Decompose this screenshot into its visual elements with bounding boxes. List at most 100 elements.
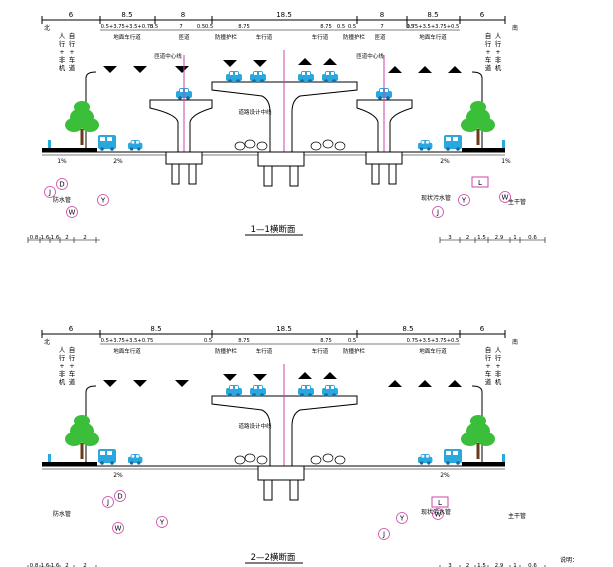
ground-road-left: 地面车行道 bbox=[113, 347, 141, 355]
pipe-marker-letter: W bbox=[69, 209, 76, 217]
pier-icon bbox=[165, 151, 203, 165]
bottom-dim-right-value: 3 bbox=[448, 235, 452, 241]
road-left: 车行道 bbox=[256, 33, 273, 41]
rock-icon bbox=[334, 141, 346, 151]
bottom-dim-left-value: 2 bbox=[65, 563, 69, 567]
car-icon bbox=[418, 454, 433, 465]
pipe-marker-icon bbox=[431, 496, 449, 508]
rock-icon bbox=[234, 455, 246, 465]
pipe-marker-icon bbox=[114, 490, 126, 502]
slope-left-2: 2% bbox=[113, 472, 123, 479]
sidewalk-left: 非 bbox=[59, 55, 66, 64]
drain-pipe-label: 防水管 bbox=[53, 510, 71, 518]
dim-sub-value: 8.75 bbox=[238, 24, 250, 30]
dim-sub-value: 0.5 bbox=[406, 24, 414, 30]
pipe-marker-letter: L bbox=[478, 179, 482, 187]
bottom-dim-left-value: 1.6 bbox=[51, 563, 60, 567]
bus-icon bbox=[444, 449, 462, 465]
sidewalk-left: + bbox=[59, 362, 64, 370]
arrow-up-icon bbox=[323, 58, 337, 65]
pipe-marker-letter: W bbox=[435, 511, 442, 519]
arrow-down-icon bbox=[133, 380, 147, 387]
rock-icon bbox=[244, 139, 256, 149]
road-center-label: 道路设计中线 bbox=[238, 422, 272, 430]
car-icon bbox=[322, 71, 338, 83]
pier-icon bbox=[257, 465, 305, 481]
arrow-down-icon bbox=[223, 60, 237, 67]
car-icon bbox=[128, 140, 143, 151]
person-icon bbox=[48, 140, 51, 148]
curb-right bbox=[462, 462, 505, 466]
pipe-marker-letter: Y bbox=[461, 197, 467, 205]
dim-sub-value: 8.75 bbox=[238, 338, 250, 344]
pipe-marker-icon bbox=[156, 516, 168, 528]
pipe-marker-letter: J bbox=[436, 209, 439, 217]
pipe-marker-letter: J bbox=[106, 499, 109, 507]
arrow-up-icon bbox=[418, 66, 432, 73]
bottom-dim-right-value: 2.9 bbox=[495, 235, 504, 241]
guard-right: 防撞护栏 bbox=[343, 347, 366, 355]
south-label: 南 bbox=[512, 338, 518, 346]
arrow-up-icon bbox=[418, 380, 432, 387]
pier-icon bbox=[365, 151, 403, 165]
car-icon bbox=[250, 385, 266, 397]
dim-top-value: 6 bbox=[480, 11, 485, 19]
arrow-down-icon bbox=[133, 66, 147, 73]
cycle-right: 行 bbox=[485, 39, 492, 48]
slope-right: 2% bbox=[440, 158, 450, 165]
pile-icon bbox=[289, 479, 299, 501]
sidewalk-left: 非 bbox=[59, 369, 66, 378]
sidewalk-right: 行 bbox=[495, 39, 502, 48]
person-icon bbox=[502, 454, 505, 462]
north-label: 北 bbox=[44, 338, 50, 346]
car-icon bbox=[322, 385, 338, 397]
bottom-dim-left-value: 1.6 bbox=[41, 235, 50, 241]
tree-icon bbox=[461, 415, 495, 459]
section-title: 2—2横断面 bbox=[251, 552, 296, 563]
bottom-dim-left-value: 0.8 bbox=[30, 563, 39, 567]
slope-right: 2% bbox=[440, 472, 450, 479]
arrow-up-icon bbox=[388, 66, 402, 73]
bus-icon bbox=[98, 135, 116, 151]
dim-top-value: 18.5 bbox=[276, 11, 292, 19]
sidewalk-left: 人 bbox=[59, 32, 66, 40]
dim-sub-value: 0.75+3.5+3.75+0.5 bbox=[407, 338, 460, 344]
ramp-center-left: 匝道中心线 bbox=[154, 52, 182, 60]
bottom-dim-right-value: 0.6 bbox=[528, 235, 537, 241]
dim-sub-value: 0.5+3.75+3.5+0.75 bbox=[101, 24, 154, 30]
dim-sub-value: 7 bbox=[380, 24, 383, 30]
cycle-left: 行 bbox=[69, 39, 76, 48]
curb-left bbox=[42, 148, 97, 152]
cycle-left: 车 bbox=[69, 369, 76, 378]
cycle-right: 自 bbox=[485, 31, 492, 40]
rock-icon bbox=[310, 455, 322, 465]
dim-top-value: 8 bbox=[380, 11, 384, 19]
bottom-dim-left-value: 2 bbox=[83, 563, 87, 567]
dim-top-value: 6 bbox=[69, 325, 74, 333]
arrow-up-icon bbox=[298, 372, 312, 379]
cycle-right: 车 bbox=[485, 369, 492, 378]
pipe-marker-letter: L bbox=[438, 499, 442, 507]
guard-left: 防撞护栏 bbox=[215, 347, 238, 355]
pipe-marker-letter: W bbox=[502, 194, 509, 202]
pipe-marker-letter: Y bbox=[159, 519, 165, 527]
pipe-marker-icon bbox=[396, 512, 408, 524]
drain-pipe-label: 防水管 bbox=[53, 196, 71, 204]
tree-icon bbox=[65, 415, 99, 459]
dim-sub-value: 8.75 bbox=[320, 338, 332, 344]
bottom-dim-left-value: 1.6 bbox=[51, 235, 60, 241]
pile-icon bbox=[171, 163, 180, 185]
bottom-dim-right-value: 1 bbox=[513, 235, 517, 241]
slope-right-2: 1% bbox=[501, 158, 511, 165]
pipe-marker-icon bbox=[66, 206, 78, 218]
ramp-right: 匝道 bbox=[374, 33, 386, 41]
streetlight-icon bbox=[471, 71, 483, 152]
dim-sub-value: 0.75+3.5+3.75+0.5 bbox=[407, 24, 460, 30]
cycle-right: 自 bbox=[485, 345, 492, 354]
dim-sub-value: 7 bbox=[179, 24, 182, 30]
dim-top-value: 8.5 bbox=[427, 11, 438, 19]
cycle-right: 道 bbox=[485, 377, 492, 386]
dim-top-value: 8 bbox=[181, 11, 185, 19]
